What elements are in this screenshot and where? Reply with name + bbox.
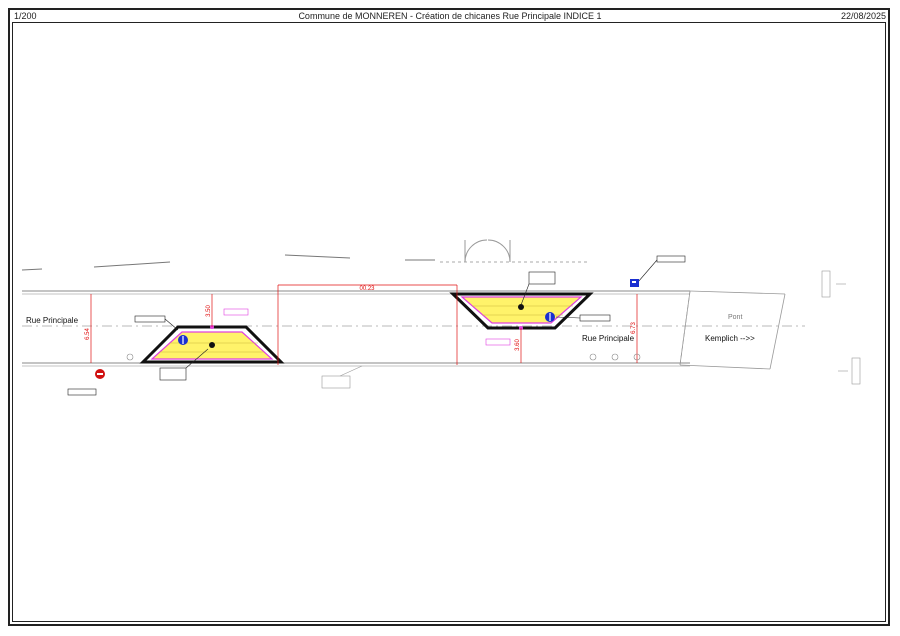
right-fragments bbox=[821, 270, 861, 385]
direction-label: Kemplich -->> bbox=[705, 334, 755, 343]
drawing-frame-inner bbox=[12, 22, 886, 622]
callouts bbox=[67, 255, 686, 396]
upper-fragments bbox=[21, 239, 590, 271]
dim-island-spacing: 00.23 bbox=[359, 286, 375, 292]
street-label-left: Rue Principale bbox=[26, 316, 79, 325]
road bbox=[22, 290, 805, 367]
left-chicane-island bbox=[139, 325, 285, 364]
drawing-frame-outer bbox=[8, 8, 890, 626]
dim-left-island-depth: 3.50 bbox=[206, 305, 212, 317]
bridge-label: Pont bbox=[728, 314, 743, 321]
priority-sign bbox=[630, 279, 639, 287]
dim-right-road-width: 6.73 bbox=[631, 322, 637, 334]
date-label: 22/08/2025 bbox=[840, 11, 886, 21]
dim-left-road-width: 6.54 bbox=[85, 328, 91, 340]
give-way-sign bbox=[95, 369, 105, 379]
page-title: Commune de MONNEREN - Création de chican… bbox=[298, 11, 602, 21]
right-chicane-island bbox=[449, 292, 594, 330]
scale-label: 1/200 bbox=[14, 11, 37, 21]
dim-right-island-depth: 3.60 bbox=[515, 339, 521, 351]
street-label-right: Rue Principale bbox=[582, 334, 635, 343]
bridge bbox=[679, 290, 786, 370]
right-island-sign bbox=[545, 312, 555, 322]
road-markers bbox=[126, 353, 641, 361]
left-island-sign bbox=[178, 335, 188, 345]
dimension-lines bbox=[90, 284, 638, 365]
